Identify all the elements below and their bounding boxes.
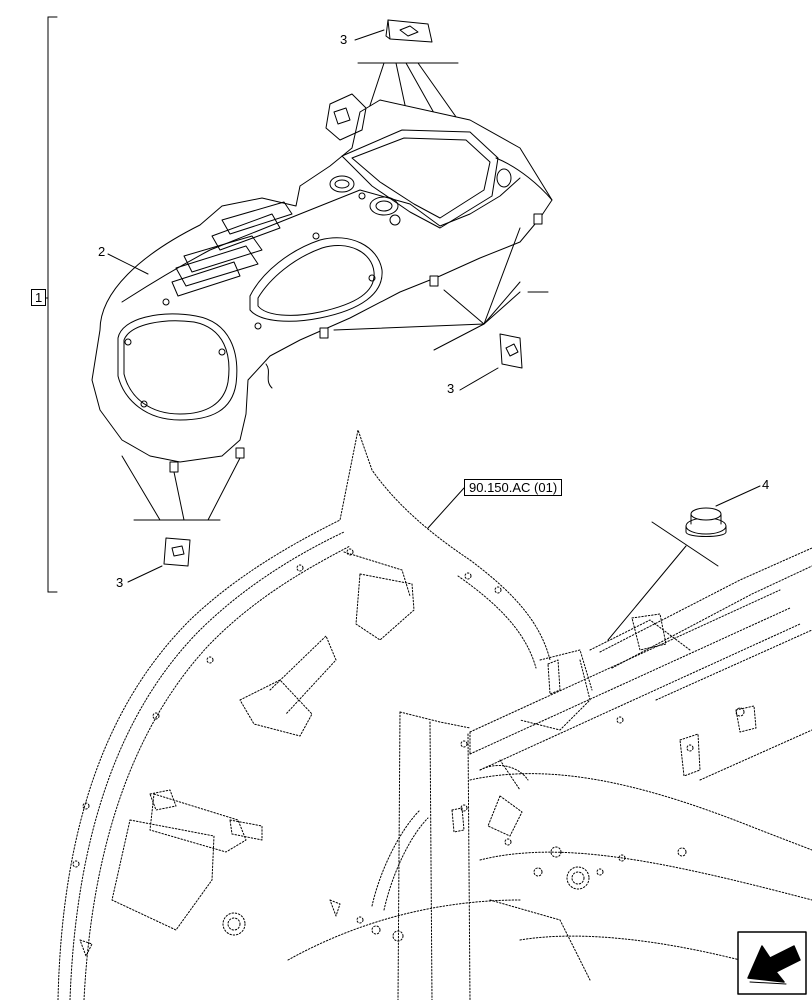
clip-bottom <box>121 455 241 583</box>
plug <box>607 485 761 641</box>
reference-leader <box>427 487 465 529</box>
group-callout: 1 <box>31 289 47 306</box>
next-page-arrow-icon[interactable] <box>737 931 807 995</box>
clip-bottom-callout: 3 <box>116 575 124 590</box>
cab-structure <box>57 429 812 1000</box>
fender-callout: 2 <box>98 244 106 259</box>
clip-top-callout: 3 <box>340 32 348 47</box>
cab-reference-link[interactable]: 90.150.AC (01) <box>464 479 563 496</box>
plug-callout: 4 <box>762 477 770 492</box>
clip-right <box>333 227 549 391</box>
fender <box>91 93 553 473</box>
clip-right-callout: 3 <box>447 381 455 396</box>
